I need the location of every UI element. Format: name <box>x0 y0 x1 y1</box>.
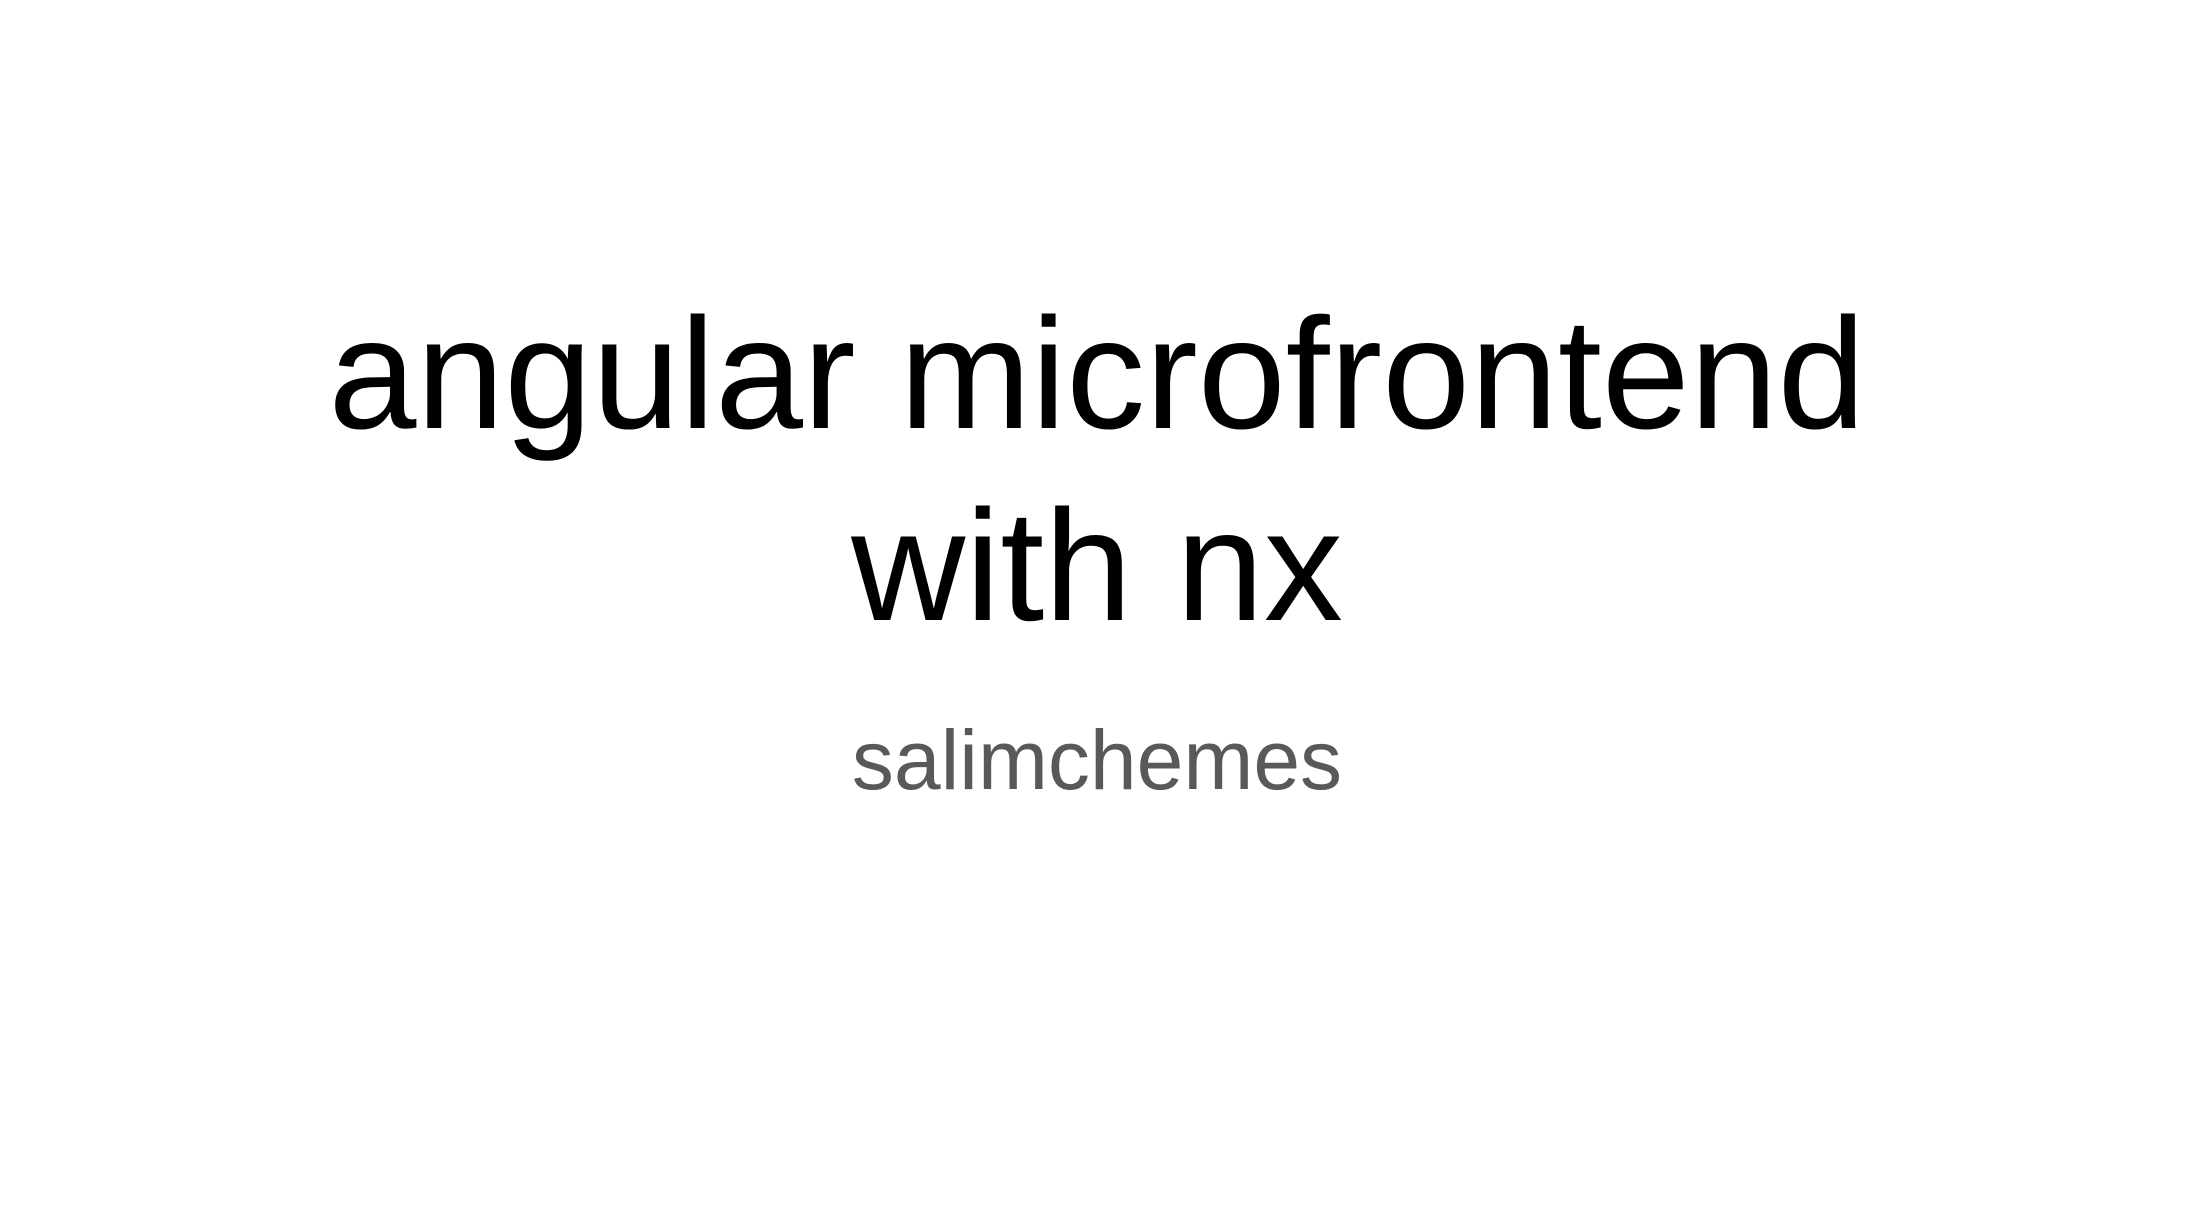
slide-title: angular microfrontend with nx <box>0 278 2194 662</box>
slide-title-line-1: angular microfrontend <box>328 286 1866 462</box>
slide-subtitle: salimchemes <box>851 713 1343 807</box>
slide-title-line-2: with nx <box>851 478 1343 654</box>
